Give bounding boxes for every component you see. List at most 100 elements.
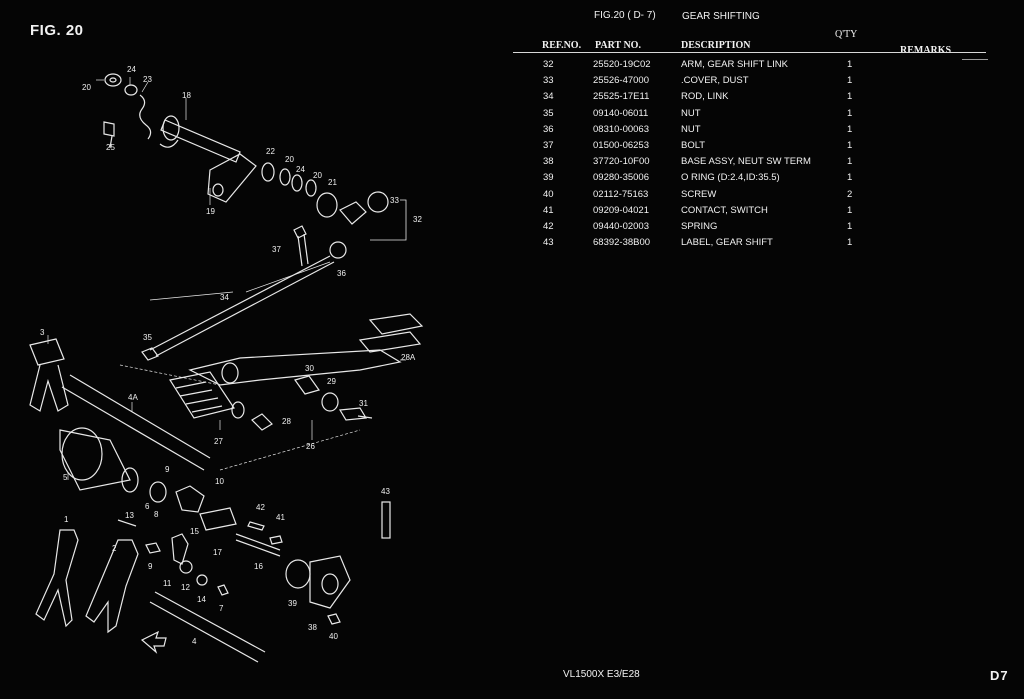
callout-33: 33 — [390, 196, 399, 205]
description-cell: ARM, GEAR SHIFT LINK — [681, 59, 788, 70]
ref-cell: 41 — [543, 204, 554, 216]
callout-42: 42 — [256, 503, 265, 512]
callout-16: 16 — [254, 562, 263, 571]
callout-39: 39 — [288, 599, 297, 608]
header-divider — [513, 52, 986, 53]
description-cell: CONTACT, SWITCH — [681, 204, 768, 216]
ref-cell: 40 — [543, 188, 554, 200]
section-title: GEAR SHIFTING — [682, 11, 760, 22]
callout-31: 31 — [359, 399, 368, 408]
ref-cell: 42 — [543, 220, 554, 232]
ref-cell: 39 — [543, 172, 554, 184]
callout-22: 22 — [266, 147, 275, 156]
description-cell: NUT — [681, 107, 701, 119]
callout-28A: 28A — [401, 353, 416, 362]
part-cell: 09440-02003 — [593, 220, 649, 232]
callout-37: 37 — [272, 245, 281, 254]
qty-cell: 1 — [847, 75, 853, 87]
description-cell: .COVER, DUST — [681, 75, 749, 87]
description-cell: LABEL, GEAR SHIFT — [681, 237, 773, 249]
callout-3: 3 — [40, 328, 45, 337]
ref-cell: 34 — [543, 91, 554, 103]
description-cell: BASE ASSY, NEUT SW TERM — [681, 156, 811, 168]
part-cell: 68392-38B00 — [593, 237, 651, 249]
callout-32: 32 — [413, 215, 422, 224]
part-no-column-header: PART NO. — [595, 40, 641, 51]
callout-14: 14 — [197, 595, 206, 604]
part-cell: 01500-06253 — [593, 139, 649, 151]
callout-34: 34 — [220, 293, 229, 302]
callout-12: 12 — [181, 583, 190, 592]
callout-8: 8 — [154, 510, 159, 519]
ref-cell: 36 — [543, 123, 554, 135]
callout-7: 7 — [219, 604, 224, 613]
part-cell: 37720-10F00 — [593, 156, 650, 168]
part-cell: 08310-00063 — [593, 123, 649, 135]
callout-10: 10 — [215, 477, 224, 486]
callout-24: 24 — [127, 65, 136, 74]
callout-9b: 9 — [148, 562, 153, 571]
callout-6: 6 — [145, 502, 150, 511]
page-code: D7 — [990, 668, 1009, 683]
callout-4: 4 — [192, 637, 197, 646]
qty-cell: 2 — [847, 188, 853, 200]
part-cell: 09140-06011 — [593, 107, 649, 119]
callout-11: 11 — [163, 579, 172, 588]
qty-cell: 1 — [847, 91, 853, 103]
part-cell: 25520-19C02 — [593, 59, 651, 70]
callout-24b: 24 — [296, 165, 305, 174]
qty-cell: 1 — [847, 107, 853, 119]
parts-table: 32 25520-19C02 ARM, GEAR SHIFT LINK 1 33 255… — [513, 57, 983, 251]
table-row: 32 25520-19C02 ARM, GEAR SHIFT LINK 1 — [513, 57, 983, 73]
qty-cell: 1 — [847, 59, 853, 70]
remarks-divider — [962, 59, 988, 60]
callout-5: 5 — [63, 473, 68, 482]
description-cell: SPRING — [681, 220, 718, 232]
qty-cell: 1 — [847, 220, 853, 232]
figure-label: FIG. 20 — [30, 22, 84, 39]
callout-40: 40 — [329, 632, 338, 641]
part-cell: 09280-35006 — [593, 172, 649, 184]
callout-13: 13 — [125, 511, 134, 520]
callout-38: 38 — [308, 623, 317, 632]
qty-column-header: Q'TY — [835, 29, 858, 40]
ref-no-column-header: REF.NO. — [542, 40, 582, 51]
callout-2: 2 — [112, 544, 117, 553]
description-cell: BOLT — [681, 139, 706, 151]
description-cell: SCREW — [681, 188, 717, 200]
table-row: 39 09280-35006 O RING (D:2.4,ID:35.5) 1 — [513, 170, 983, 186]
ref-cell: 35 — [543, 107, 554, 119]
callout-4A: 4A — [128, 393, 138, 402]
callout-23: 23 — [143, 75, 152, 84]
callout-30: 30 — [305, 364, 314, 373]
qty-cell: 1 — [847, 204, 853, 216]
callout-17: 17 — [213, 548, 222, 557]
table-row: 42 09440-02003 SPRING 1 — [513, 219, 983, 235]
callout-19: 19 — [206, 207, 215, 216]
description-cell: O RING (D:2.4,ID:35.5) — [681, 172, 780, 184]
model-code: VL1500X E3/E28 — [563, 669, 640, 680]
callout-21: 21 — [328, 178, 337, 187]
qty-cell: 1 — [847, 172, 853, 184]
remarks-column-header: REMARKS — [900, 45, 952, 56]
callout-41: 41 — [276, 513, 285, 522]
description-column-header: DESCRIPTION — [681, 40, 751, 51]
callout-36: 36 — [337, 269, 346, 278]
callout-29: 29 — [327, 377, 336, 386]
part-cell: 25525-17E11 — [593, 91, 650, 103]
ref-cell: 33 — [543, 75, 554, 87]
callout-35: 35 — [143, 333, 152, 342]
callout-18: 18 — [182, 91, 191, 100]
ref-cell: 32 — [543, 59, 554, 70]
ref-cell: 43 — [543, 237, 554, 249]
callout-15: 15 — [190, 527, 199, 536]
callout-28: 28 — [282, 417, 291, 426]
callout-25: 25 — [106, 143, 115, 152]
